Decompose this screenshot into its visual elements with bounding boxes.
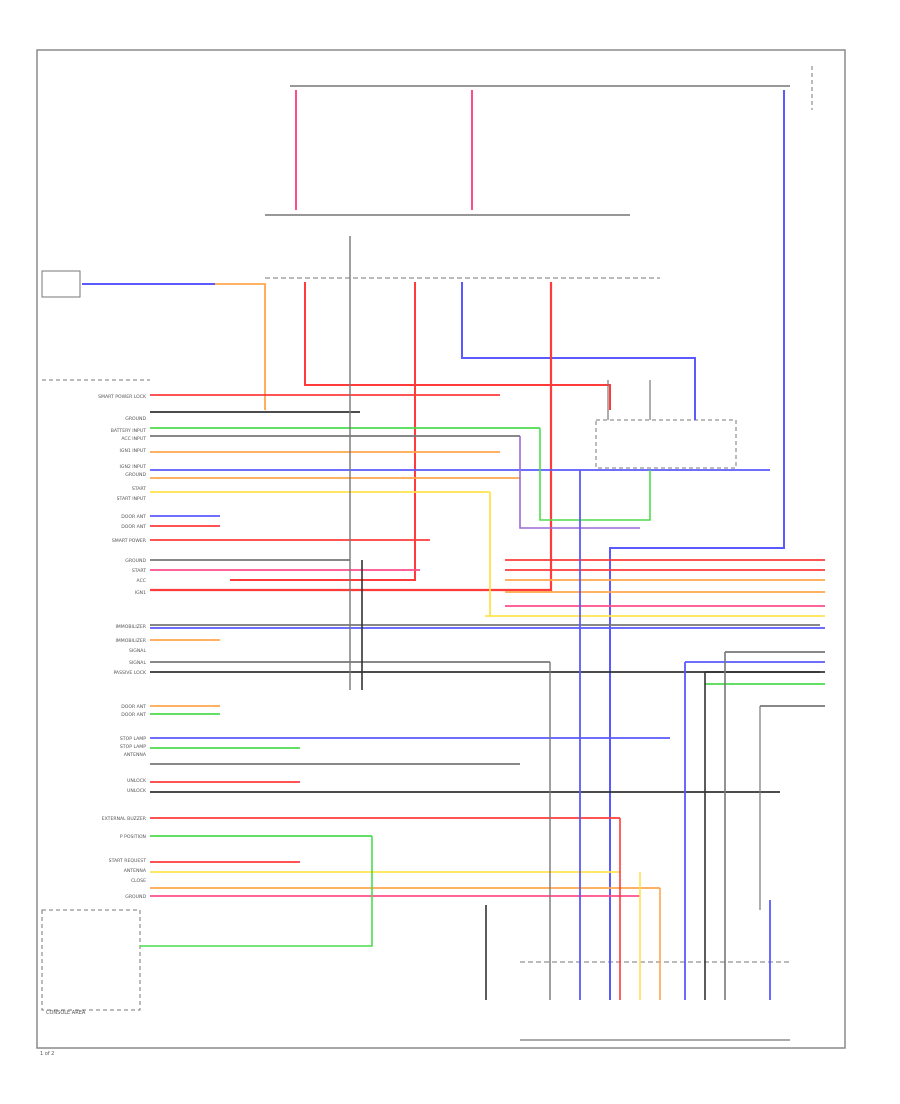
left-connector-label: START (132, 568, 146, 574)
left-connector-label: IMMOBILIZER (115, 624, 146, 630)
left-connector-label: IMMOBILIZER (115, 638, 146, 644)
left-connector-label: GROUND (125, 558, 146, 564)
left-connector-label: DOOR ANT (121, 514, 146, 520)
page-mark: 1 of 2 (40, 1051, 54, 1057)
left-connector-label: P POSITION (120, 834, 146, 840)
wire-relay-red-2 (230, 282, 416, 581)
left-connector-label: EXTERNAL BUZZER (102, 816, 147, 822)
left-connector-label: DOOR ANT (121, 712, 146, 718)
top-left-module (41, 270, 81, 298)
wire-v-purple (519, 436, 640, 529)
left-connector-label: SMART POWER LOCK (98, 394, 147, 400)
labels-layer: SMART POWER LOCK GROUND BATTERY INPUT ACC I… (98, 394, 147, 900)
bottom-left-label: CONSOLE AREA (46, 1010, 86, 1016)
wire-fuse-3 (609, 90, 785, 1000)
wire-relay-red-1 (304, 282, 611, 410)
left-connector-label: UNLOCK (127, 778, 147, 784)
right-module-box (595, 419, 737, 469)
left-connector-label: STOP LAMP (120, 744, 146, 750)
left-connector-label: START INPUT (117, 496, 147, 502)
left-connector-label: GROUND (125, 894, 146, 900)
left-connector-label: DOOR ANT (121, 704, 146, 710)
left-connector-label: IGN1 (135, 590, 146, 596)
left-connector-label: CLOSE (131, 878, 146, 884)
p-position-switch-box (41, 909, 141, 1011)
left-connector-label: SMART POWER (112, 538, 147, 544)
left-connector-label: DOOR ANT (121, 524, 146, 530)
wire-v-green (539, 428, 651, 521)
diagram-frame (36, 49, 846, 1049)
left-connector-label: GROUND (125, 472, 146, 478)
wires-layer (82, 90, 825, 1000)
left-connector-label: BATTERY INPUT (111, 428, 146, 434)
left-connector-label: ACC (137, 578, 146, 584)
left-connector-label: PASSIVE LOCK (113, 670, 147, 676)
left-connector-label: IGN1 INPUT (120, 448, 147, 454)
wire-top-left-orange (215, 283, 266, 410)
wire-relay-red-3 (150, 282, 553, 592)
left-connector-label: STOP LAMP (120, 736, 146, 742)
wire-relay-blue (461, 282, 696, 420)
left-connector-label: START (132, 486, 146, 492)
left-connector-label: SIGNAL (129, 660, 146, 666)
left-connector-label: START REQUEST (109, 858, 147, 864)
left-connector-label: ACC INPUT (121, 436, 146, 442)
left-connector-label: SIGNAL (129, 648, 146, 654)
wire-v-green-pswitch (140, 836, 373, 947)
left-connector-label: IGN2 INPUT (120, 464, 147, 470)
left-connector-label: UNLOCK (127, 788, 147, 794)
left-connector-label: GROUND (125, 416, 146, 422)
left-connector-label: ANTENNA (124, 868, 147, 874)
left-connector-label: ANTENNA (124, 752, 147, 758)
